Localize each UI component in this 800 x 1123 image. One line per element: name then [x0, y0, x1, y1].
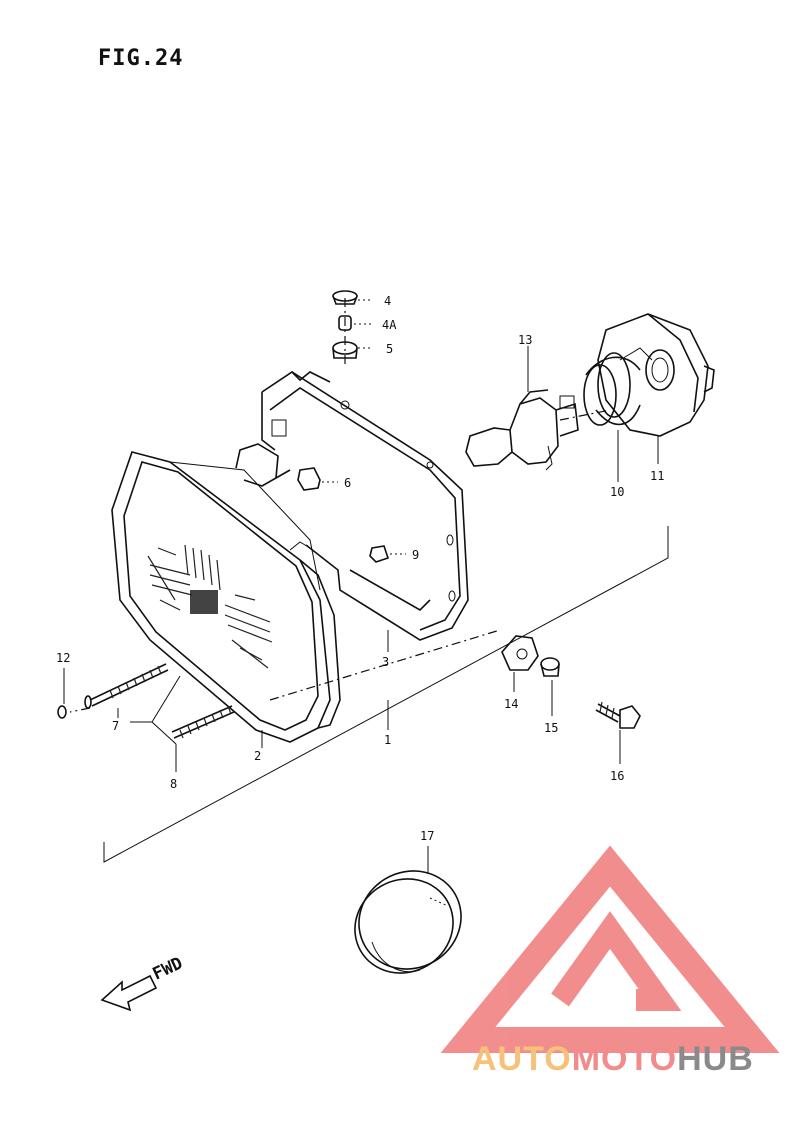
headlight-housing [261, 371, 469, 641]
callout-labels: 1 2 3 4 4A 5 6 7 8 9 10 11 12 13 14 15 1… [56, 294, 664, 843]
assembly-axis-lines [69, 298, 611, 713]
watermark-moto: MOTO [571, 1040, 678, 1078]
callout-16: 16 [610, 769, 624, 783]
headlight-bulb [465, 346, 579, 471]
callout-3: 3 [382, 655, 389, 669]
callout-2: 2 [254, 749, 261, 763]
callout-4: 4 [384, 294, 391, 308]
watermark-logo [440, 845, 780, 1053]
callout-17: 17 [420, 829, 434, 843]
bulb-socket-spring [583, 352, 641, 482]
forward-direction-indicator: FWD [100, 953, 186, 1012]
callout-9: 9 [412, 548, 419, 562]
callout-6: 6 [344, 476, 351, 490]
callout-5: 5 [386, 342, 393, 356]
assembly-bracket-line [103, 526, 669, 863]
small-nut [369, 545, 406, 563]
screw-leader-lines [130, 630, 389, 748]
headlight-unit [111, 443, 341, 743]
callout-10: 10 [610, 485, 624, 499]
callout-15: 15 [544, 721, 558, 735]
rubber-cap [540, 657, 560, 716]
callout-8: 8 [170, 777, 177, 791]
watermark-text: AUTOMOTOHUB [472, 1040, 754, 1079]
callout-13: 13 [518, 333, 532, 347]
callout-7: 7 [112, 719, 119, 733]
mounting-bolt [595, 701, 641, 764]
small-cap [57, 668, 67, 719]
lens-pattern [147, 544, 273, 669]
adjusting-screw-short [171, 705, 235, 772]
watermark-auto: AUTO [472, 1040, 572, 1078]
callout-14: 14 [504, 697, 518, 711]
callout-1: 1 [384, 733, 391, 747]
callout-4a: 4A [382, 318, 397, 332]
fwd-label: FWD [150, 953, 186, 984]
headlight-cover [597, 313, 715, 464]
callout-12: 12 [56, 651, 70, 665]
rubber-mount-stack [332, 290, 372, 359]
adjusting-screw-long [84, 663, 169, 718]
watermark-hub: HUB [677, 1040, 754, 1078]
socket-nut [501, 635, 539, 692]
lens-cover [354, 846, 462, 974]
figure-title: FIG.24 [98, 46, 184, 71]
clip-nut [297, 467, 338, 491]
callout-11: 11 [650, 469, 664, 483]
